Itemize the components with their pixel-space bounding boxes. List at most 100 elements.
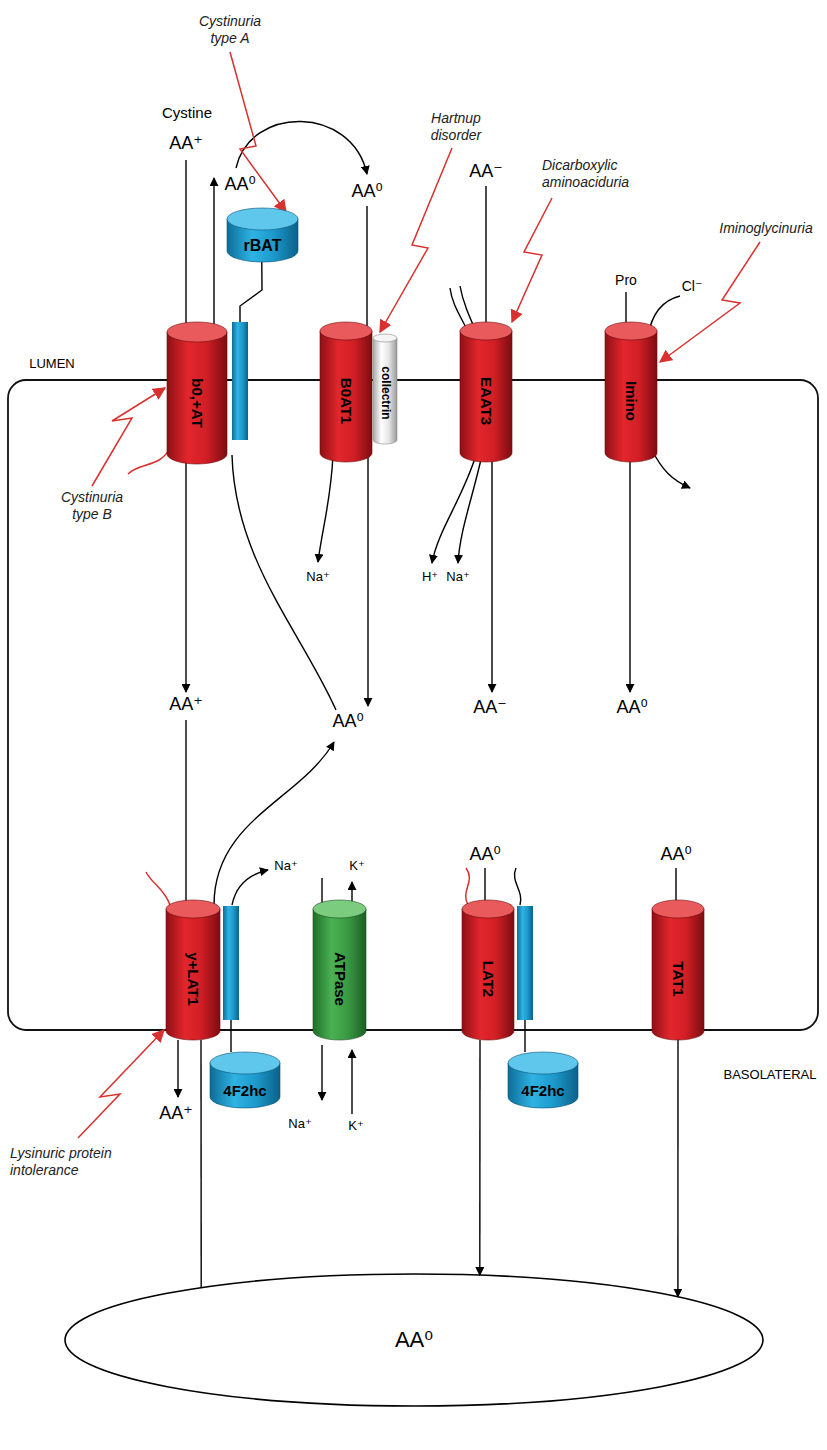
protein-name: y+LAT1 bbox=[185, 952, 202, 1006]
connector bbox=[479, 1040, 481, 1275]
shape-outline bbox=[508, 1052, 578, 1108]
ion-label: Na⁺ bbox=[445, 569, 470, 585]
terminus-tail bbox=[514, 868, 520, 905]
cylinder-top bbox=[167, 322, 227, 342]
cylinder-body bbox=[166, 909, 220, 1040]
cylinder-top bbox=[508, 1052, 578, 1074]
amino-acid-label: AA⁺ bbox=[168, 694, 204, 716]
cylinder-top bbox=[320, 322, 372, 340]
protein-name: Imino bbox=[623, 381, 640, 421]
amino-acid-label: AA⁰ bbox=[468, 844, 501, 866]
region-label: LUMEN bbox=[28, 356, 76, 372]
protein-name: TAT1 bbox=[670, 961, 687, 996]
amino-acid-label: AA⁺ bbox=[168, 133, 204, 155]
cylinder-top bbox=[652, 900, 704, 918]
ion-label: K⁺ bbox=[348, 858, 366, 874]
protein-name: b0,+AT bbox=[189, 378, 206, 427]
flux-line bbox=[185, 720, 186, 905]
shape-outline bbox=[166, 900, 240, 1040]
cylinder-top bbox=[460, 322, 512, 340]
substrate-label: Cystine bbox=[161, 104, 213, 122]
amino-acid-label: AA⁻ bbox=[472, 697, 508, 719]
ion-label: Cl⁻ bbox=[681, 278, 704, 295]
cylinder-body bbox=[652, 909, 704, 1040]
flux-arrow bbox=[367, 455, 368, 706]
disease-label: Dicarboxylic aminoaciduria bbox=[541, 157, 651, 191]
subunit-cylinder: 4F2hc bbox=[210, 1052, 280, 1108]
callout-arrow bbox=[92, 388, 165, 486]
cylinder-body bbox=[313, 909, 366, 1040]
flux-arrow bbox=[214, 742, 334, 905]
cylinder-top bbox=[313, 900, 366, 918]
cylinder-top bbox=[210, 1052, 280, 1074]
protein-name: 4F2hc bbox=[223, 1083, 266, 1100]
cylinder-body bbox=[167, 332, 227, 464]
protein-name: EAAT3 bbox=[478, 377, 495, 425]
disease-label: Cystinuria type B bbox=[49, 489, 135, 523]
callout-arrow bbox=[512, 198, 552, 322]
cylinder-body bbox=[462, 909, 514, 1040]
shape-outline bbox=[210, 1052, 280, 1108]
ion-arrow bbox=[232, 870, 268, 905]
linker-line bbox=[524, 1020, 525, 1040]
cylinder-body bbox=[373, 338, 397, 444]
ion-label: Na⁺ bbox=[287, 1116, 312, 1132]
disease-label: Hartnup disorder bbox=[418, 110, 494, 144]
callout-arrow bbox=[78, 1030, 164, 1138]
ion-arrow bbox=[652, 450, 690, 488]
connector bbox=[677, 1040, 678, 1297]
amino-acid-label: AA⁺ bbox=[158, 1103, 194, 1125]
terminus-tail bbox=[146, 872, 170, 905]
amino-acid-label: AA⁻ bbox=[468, 161, 504, 183]
transporter-cylinder: Imino bbox=[605, 322, 657, 462]
transporter-cylinder: y+LAT1 bbox=[166, 900, 240, 1040]
amino-acid-label: Pro bbox=[614, 272, 638, 289]
flux-arrow bbox=[236, 121, 367, 174]
cylinder-body bbox=[320, 331, 372, 462]
light-chain-bar bbox=[232, 322, 248, 440]
flux-arrow bbox=[177, 1040, 178, 1097]
connector bbox=[230, 1040, 231, 1052]
amino-acid-label: AA⁰ bbox=[615, 697, 648, 719]
cylinder-top bbox=[605, 322, 657, 340]
ion-arrow bbox=[321, 1045, 322, 1100]
ion-arrow bbox=[318, 455, 333, 562]
transporter-cylinder: b0,+AT bbox=[167, 322, 249, 464]
blood-vessel: AA⁰ bbox=[64, 1273, 764, 1407]
callout-arrow bbox=[380, 148, 452, 332]
disease-label: Cystinuria type A bbox=[187, 13, 273, 47]
connector bbox=[240, 262, 262, 322]
region-label: BASOLATERAL bbox=[723, 1067, 818, 1083]
cylinder-body bbox=[460, 331, 512, 462]
cylinder-body bbox=[605, 331, 657, 462]
terminus-tail bbox=[128, 448, 170, 474]
ion-label: Na⁺ bbox=[273, 858, 298, 874]
vessel-label: AA⁰ bbox=[395, 1328, 433, 1352]
protein-name: ATPase bbox=[331, 952, 348, 1006]
cylinder-top bbox=[462, 900, 514, 918]
amino-acid-label: AA⁰ bbox=[659, 844, 692, 866]
light-chain-bar bbox=[517, 906, 533, 1020]
connector bbox=[524, 1040, 525, 1052]
flux-arrow bbox=[629, 455, 630, 692]
ion-label: Na⁺ bbox=[305, 569, 330, 585]
callout-arrow bbox=[660, 242, 760, 362]
shape-outline bbox=[167, 322, 249, 464]
terminus-tail bbox=[466, 868, 470, 905]
flux-arrows bbox=[178, 121, 690, 1114]
flux-line bbox=[185, 160, 186, 340]
amino-acid-label: AA⁰ bbox=[223, 174, 256, 196]
flux-line bbox=[232, 455, 336, 710]
ion-label: K⁺ bbox=[347, 1118, 365, 1134]
flux-arrow bbox=[491, 455, 492, 692]
protein-name: collectrin bbox=[378, 366, 391, 419]
flux-line bbox=[366, 206, 367, 340]
protein-name: rBAT bbox=[244, 237, 282, 255]
pump-cylinder: ATPase bbox=[313, 900, 366, 1040]
protein-name: B0AT1 bbox=[338, 378, 355, 424]
amino-acid-label: AA⁰ bbox=[331, 711, 364, 733]
transporter-cylinder: EAAT3 bbox=[460, 322, 512, 462]
flux-arrow bbox=[185, 455, 186, 692]
